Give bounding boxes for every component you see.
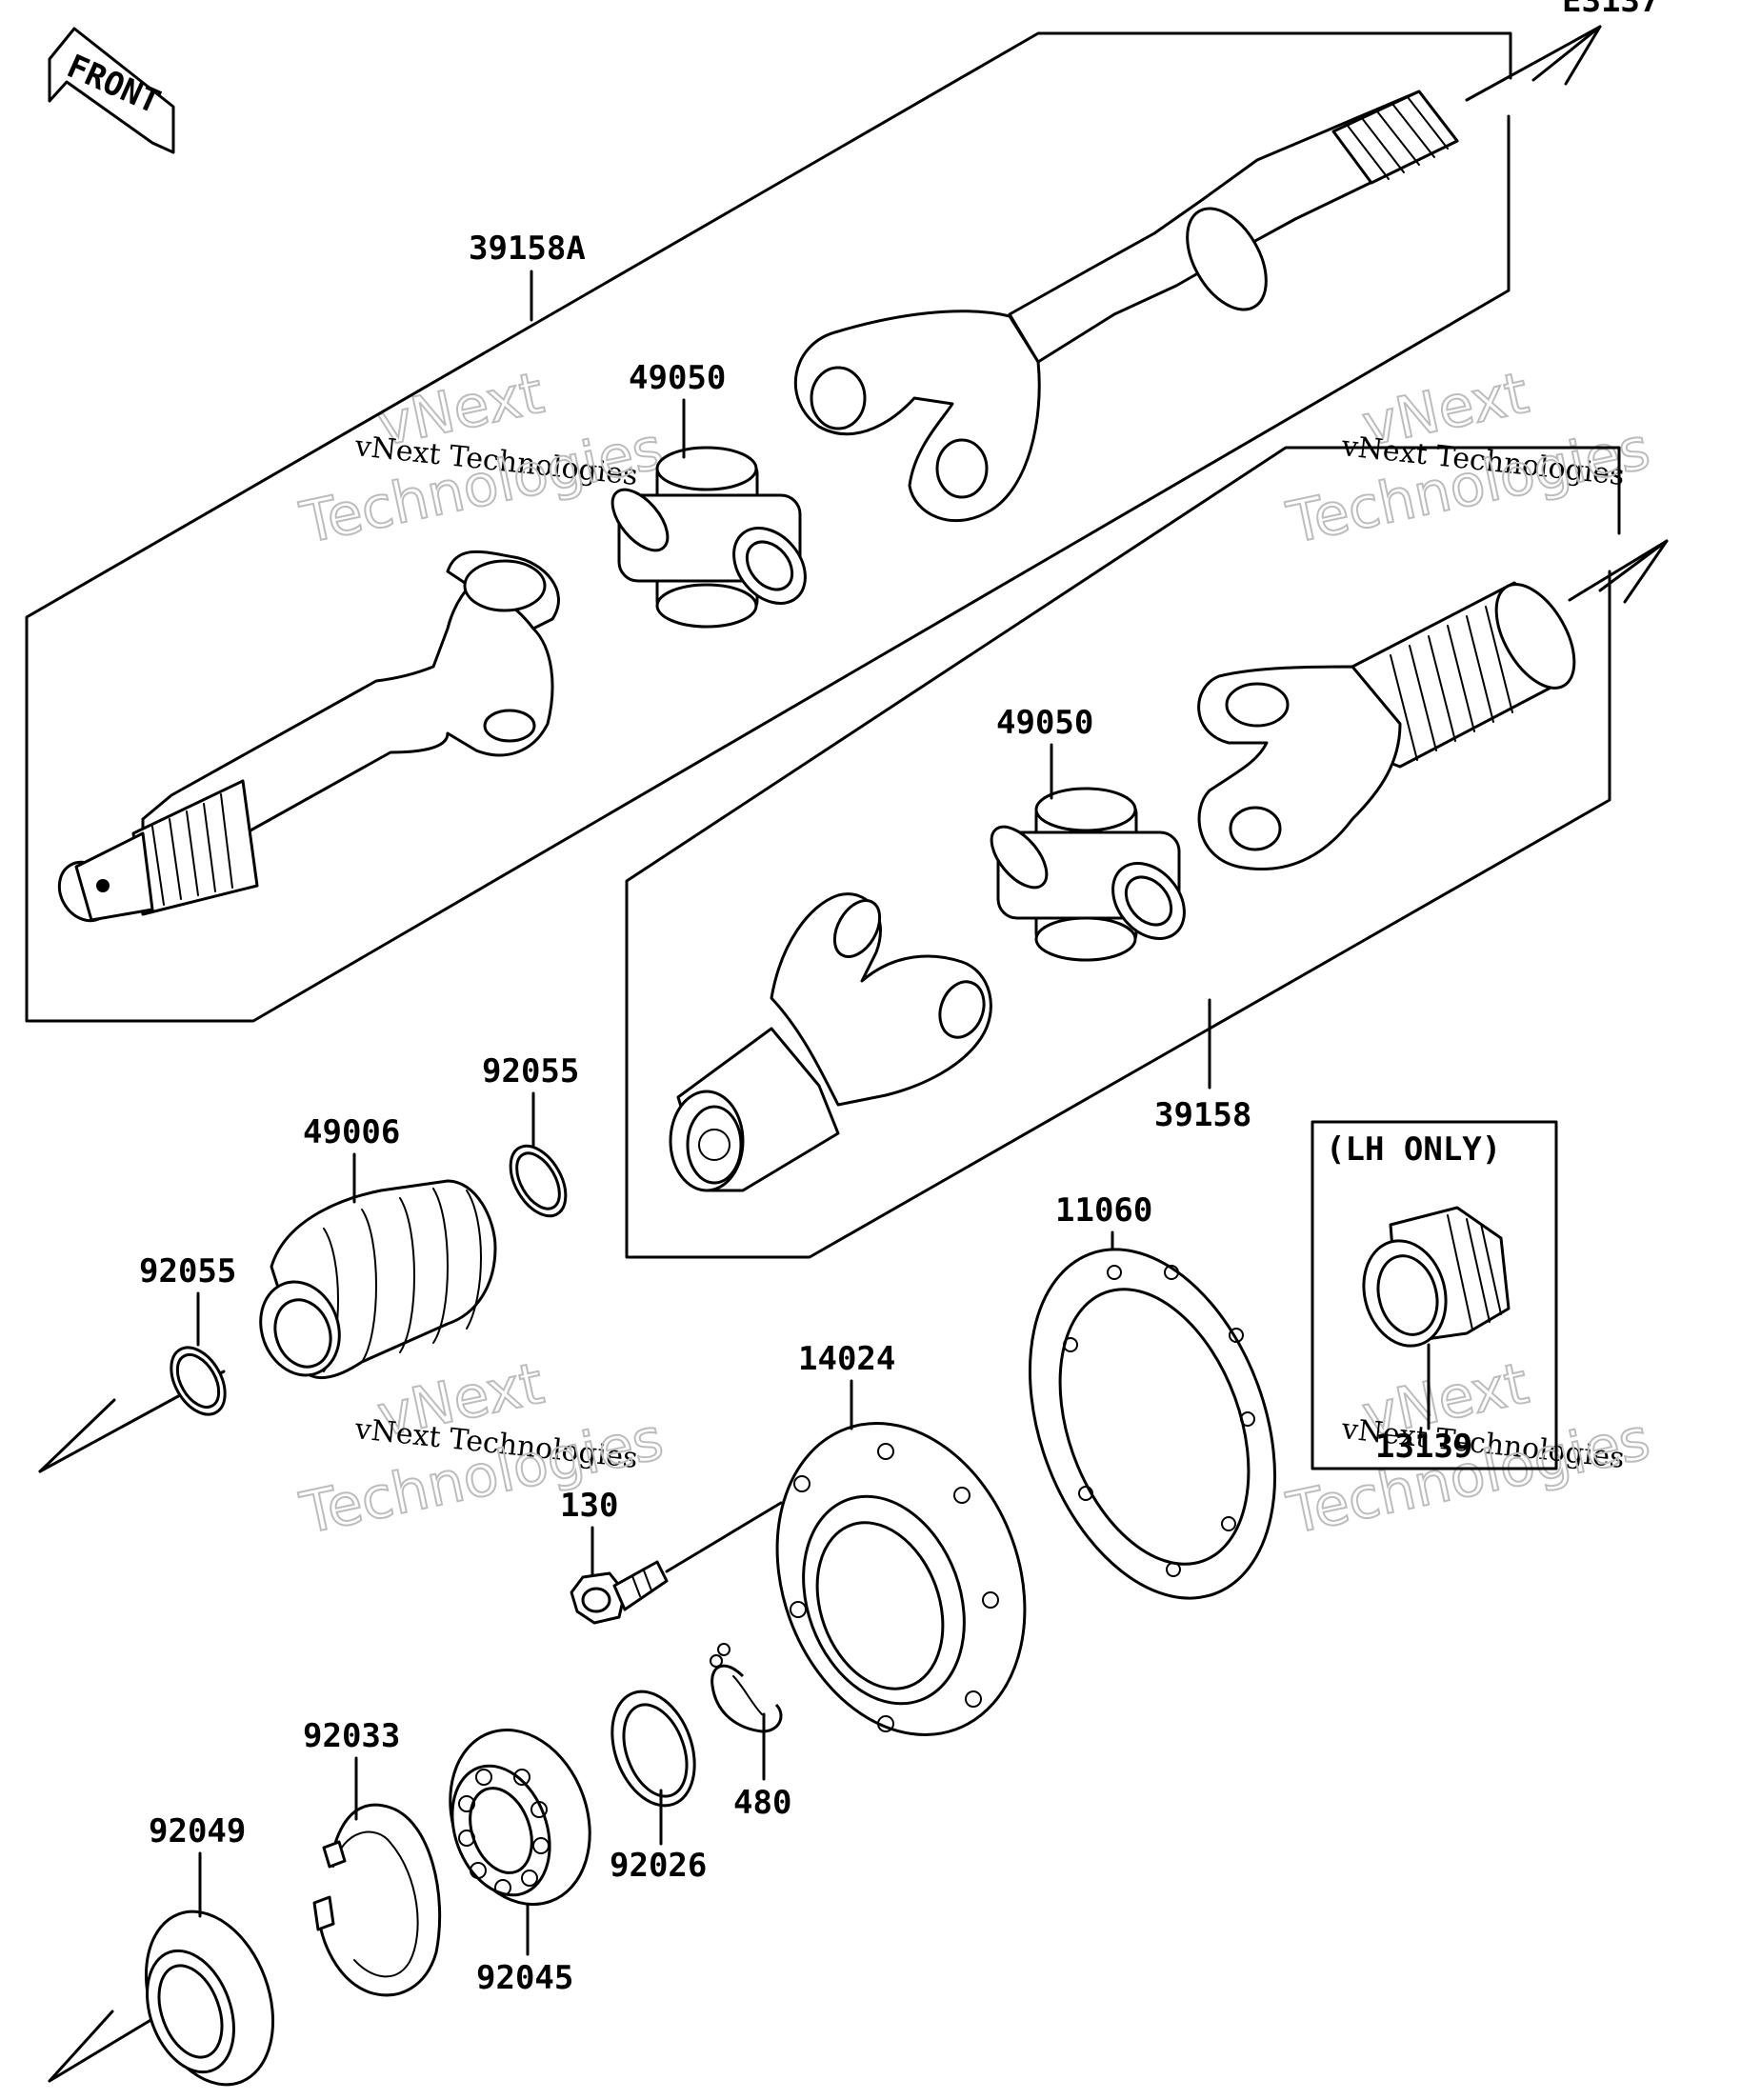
part-label-130: 130	[560, 1487, 618, 1525]
axis-line	[1465, 25, 1602, 102]
part-label-92055-upper: 92055	[482, 1052, 579, 1090]
gasket	[1028, 1248, 1277, 1600]
assembly-frame-39158A	[25, 31, 1512, 1023]
drive-shaft-inner	[57, 550, 560, 923]
figure-code: E3137	[1562, 0, 1659, 20]
part-label-39158A: 39158A	[469, 230, 586, 268]
part-label-92049: 92049	[149, 1812, 246, 1850]
universal-joint-top	[610, 446, 807, 629]
front-arrow-icon: FRONT	[48, 27, 175, 154]
clutch-hub	[1362, 1206, 1511, 1348]
part-label-14024: 14024	[798, 1340, 895, 1378]
circlip-large	[312, 1803, 442, 1997]
bearing-housing	[775, 1422, 1027, 1736]
part-label-480: 480	[733, 1784, 791, 1822]
cv-boot	[259, 1179, 497, 1380]
axis-line	[1568, 539, 1669, 602]
universal-joint-middle	[990, 787, 1186, 962]
ball-bearing	[449, 1728, 591, 1907]
part-label-92026: 92026	[610, 1847, 707, 1885]
part-label-92033: 92033	[303, 1717, 400, 1755]
o-ring-upper	[509, 1144, 568, 1218]
yoke-right	[1197, 665, 1402, 871]
part-label-92045: 92045	[476, 1959, 573, 1997]
yoke-inner	[669, 892, 992, 1192]
part-label-49050-top: 49050	[629, 359, 726, 397]
part-label-39158: 39158	[1154, 1096, 1251, 1134]
circlip-small	[710, 1643, 783, 1733]
part-label-49050-middle: 49050	[996, 704, 1093, 742]
flange-bolt	[570, 1560, 669, 1625]
lh-only-note: (LH ONLY)	[1326, 1130, 1501, 1169]
leader-lines	[196, 270, 1431, 1956]
part-label-49006: 49006	[303, 1113, 400, 1151]
yoke-top	[793, 310, 1041, 523]
watermark-top-left: vNext vNext Technologies Technologies	[294, 359, 670, 558]
drive-shaft-outer	[1008, 90, 1459, 364]
spacer-ring	[610, 1690, 696, 1808]
part-label-92055-lower: 92055	[139, 1252, 236, 1290]
part-label-13139: 13139	[1375, 1428, 1472, 1466]
part-labels: 39158A 49050 49050 39158 92055 49006 920…	[139, 230, 1472, 1997]
oil-seal	[144, 1910, 275, 2087]
part-label-11060: 11060	[1055, 1191, 1152, 1230]
lh-only-box	[1311, 1120, 1558, 1470]
o-ring-lower	[170, 1346, 227, 1416]
bolt-axis-line	[665, 1501, 783, 1573]
assembly-frame-39158	[625, 446, 1621, 1259]
